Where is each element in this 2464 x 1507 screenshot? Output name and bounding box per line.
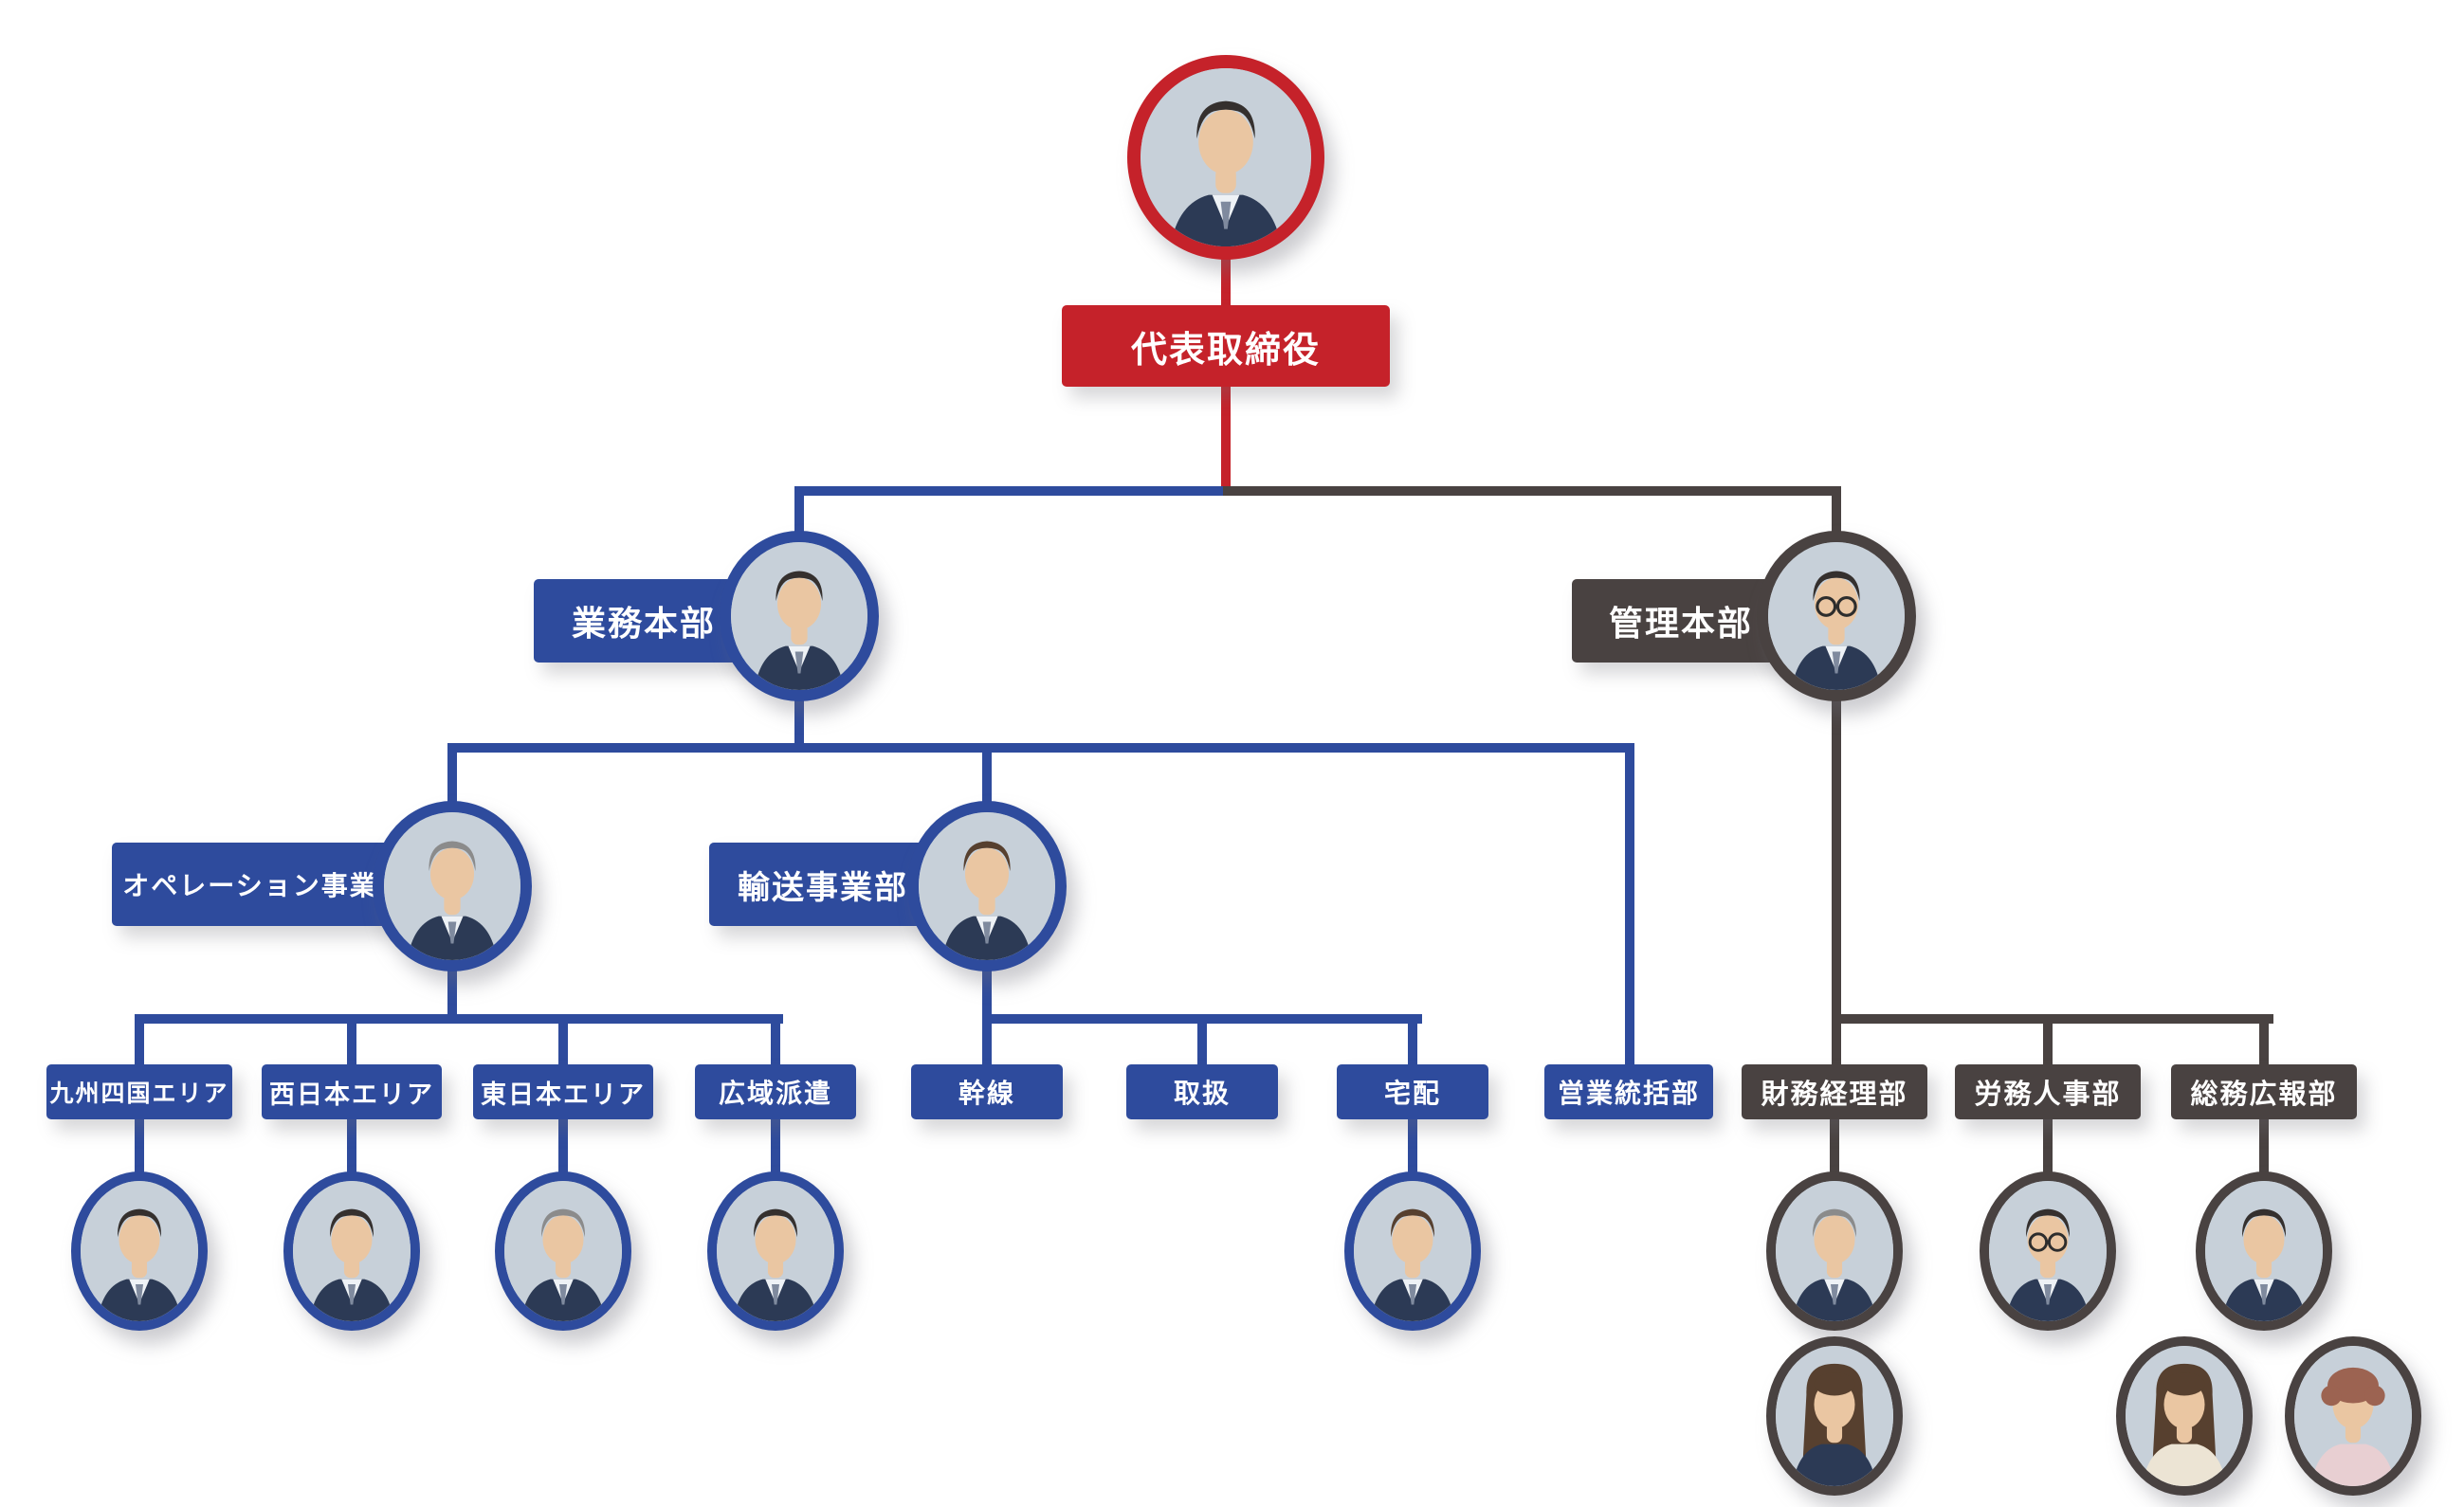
connector-line [1832, 695, 1841, 1064]
photo-member-koiki [707, 1171, 844, 1331]
photo-member-nishinihon [283, 1171, 420, 1331]
connector-line [982, 1014, 992, 1064]
photo-ceo [1127, 55, 1324, 260]
photo-member-zaimu-1 [1766, 1171, 1903, 1331]
dept-label-takuhai: 宅配 [1337, 1064, 1488, 1119]
dept-label-ceo: 代表取締役 [1062, 305, 1390, 387]
connector-line [1625, 743, 1634, 1064]
photo-member-kyushu [71, 1171, 208, 1331]
connector-line [135, 1014, 144, 1064]
connector-line [2043, 1119, 2053, 1174]
dept-label-somu-kohobu: 総務広報部 [2171, 1064, 2357, 1119]
connector-line [1197, 1014, 1207, 1064]
connector-line [1408, 1119, 1417, 1174]
connector-line [135, 1119, 144, 1174]
dept-label-gyomu-honbu: 業務本部 [534, 579, 754, 663]
connector-line [1223, 486, 1841, 496]
connector-line [771, 1014, 780, 1064]
photo-member-romu-1 [1980, 1171, 2116, 1331]
dept-label-operation-jigyobu: オペレーション事業部 [112, 843, 417, 926]
dept-label-nishinihon-area: 西日本エリア [262, 1064, 442, 1119]
dept-label-zaimu-keiribu: 財務経理部 [1742, 1064, 1927, 1119]
photo-member-higashinihon [495, 1171, 631, 1331]
connector-line [1832, 1014, 2273, 1024]
photo-member-somu-2 [2116, 1336, 2253, 1496]
connector-line [771, 1119, 780, 1174]
dept-label-eigyo-tokatsubu: 営業統括部 [1544, 1064, 1713, 1119]
dept-label-romu-jinjibu: 労務人事部 [1955, 1064, 2141, 1119]
connector-line [135, 1014, 783, 1024]
photo-member-somu-1 [2196, 1171, 2332, 1331]
photo-member-somu-3 [2285, 1336, 2421, 1496]
connector-line [799, 486, 1228, 496]
photo-kanri-honbu [1757, 531, 1916, 701]
connector-line [558, 1014, 568, 1064]
dept-label-koiki-haken: 広域派遣 [695, 1064, 856, 1119]
connector-line [1830, 1119, 1839, 1174]
connector-line [347, 1119, 356, 1174]
connector-line [794, 695, 804, 750]
connector-line [794, 486, 804, 537]
connector-line [2259, 1014, 2269, 1064]
dept-label-higashinihon-area: 東日本エリア [473, 1064, 653, 1119]
connector-line [2259, 1119, 2269, 1174]
photo-member-zaimu-2 [1766, 1336, 1903, 1496]
dept-label-kanri-honbu: 管理本部 [1572, 579, 1790, 663]
dept-label-kansen: 幹線 [911, 1064, 1063, 1119]
photo-gyomu-honbu [720, 531, 879, 701]
dept-label-yuso-jigyobu: 輸送事業部 [709, 843, 937, 926]
connector-line [447, 965, 457, 1024]
photo-operation-jigyobu [373, 801, 532, 971]
connector-line [982, 965, 992, 1024]
dept-label-toriatsukai: 取扱 [1126, 1064, 1278, 1119]
connector-line [447, 743, 1634, 753]
connector-line [982, 743, 992, 806]
dept-label-kyushu-shikoku-area: 九州四国エリア [46, 1064, 232, 1119]
connector-line [2043, 1014, 2053, 1064]
connector-line [1832, 486, 1841, 537]
connector-line [447, 743, 457, 806]
connector-line [558, 1119, 568, 1174]
photo-yuso-jigyobu [907, 801, 1067, 971]
connector-line [1408, 1014, 1417, 1064]
photo-member-takuhai [1344, 1171, 1481, 1331]
connector-line [347, 1014, 356, 1064]
